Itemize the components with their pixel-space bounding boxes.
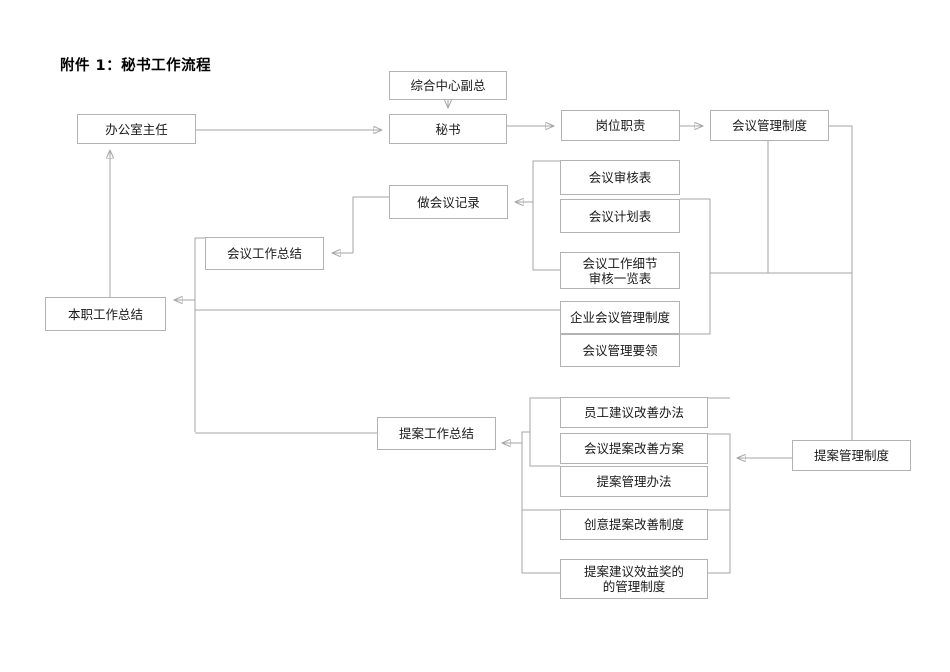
connector-proposal-upper-bracket [529,397,560,467]
node-secretary[interactable]: 秘书 [389,114,507,144]
node-make-meeting-record[interactable]: 做会议记录 [389,185,508,219]
node-label: 会议工作总结 [226,246,302,261]
node-own-work-summary[interactable]: 本职工作总结 [45,297,166,331]
node-meeting-proposal-plan[interactable]: 会议提案改善方案 [560,433,708,464]
node-label: 提案管理制度 [813,448,889,463]
node-label: 秘书 [435,121,461,137]
node-label: 综合中心副总 [410,78,486,93]
node-label: 会议管理制度 [731,118,807,133]
node-label: 会议审核表 [588,170,652,185]
node-meeting-mgmt-points[interactable]: 会议管理要领 [560,334,680,367]
node-meeting-detail-list[interactable]: 会议工作细节审核一览表 [560,252,680,289]
connector-proposal-trunk [502,431,530,559]
node-proposal-mgmt-method[interactable]: 提案管理办法 [560,466,708,497]
node-label: 提案工作总结 [398,426,474,441]
connector-meeting-system-down [710,141,769,274]
node-label: 会议管理要领 [582,343,658,358]
node-label: 本职工作总结 [67,306,143,322]
node-label: 会议计划表 [588,208,652,224]
node-employee-suggest-method[interactable]: 员工建议改善办法 [560,397,708,428]
node-label: 会议提案改善方案 [583,441,684,456]
page-title: 附件 1：秘书工作流程 [60,58,212,74]
node-proposal-benefit-award[interactable]: 提案建议效益奖的的管理制度 [560,559,708,599]
node-label: 岗位职责 [595,118,646,133]
connector-record-to-meeting-summary [332,196,389,253]
node-creative-proposal-system[interactable]: 创意提案改善制度 [560,509,708,540]
node-label: 员工建议改善办法 [583,405,684,420]
node-label: 做会议记录 [417,194,480,210]
connector-proposal-lower-bracket [521,509,560,574]
node-general-center-vp[interactable]: 综合中心副总 [389,71,507,100]
node-label: 提案管理办法 [596,474,672,489]
node-office-director[interactable]: 办公室主任 [77,114,196,144]
node-meeting-mgmt-system[interactable]: 会议管理制度 [710,110,829,141]
node-label: 创意提案改善制度 [583,517,684,532]
node-label: 办公室主任 [105,121,168,137]
node-proposal-mgmt-system[interactable]: 提案管理制度 [792,440,911,471]
node-meeting-review-form[interactable]: 会议审核表 [560,160,680,195]
connector-meeting-system-to-proposal-system [829,125,853,440]
node-meeting-work-summary[interactable]: 会议工作总结 [205,237,324,270]
connector-proposal-right-bracket [708,397,731,574]
node-meeting-plan-form[interactable]: 会议计划表 [560,199,680,233]
connector-meeting-forms-to-record [515,160,560,271]
node-label: 提案建议效益奖的的管理制度 [583,564,684,594]
node-enterprise-meeting-system[interactable]: 企业会议管理制度 [560,301,680,334]
node-job-duty[interactable]: 岗位职责 [561,110,680,141]
node-proposal-work-summary[interactable]: 提案工作总结 [377,417,496,450]
node-label: 会议工作细节审核一览表 [582,255,658,286]
connector-meeting-summary-to-own-summary [174,237,205,432]
connector-forms-right-bracket [680,198,711,335]
node-label: 企业会议管理制度 [569,310,670,325]
